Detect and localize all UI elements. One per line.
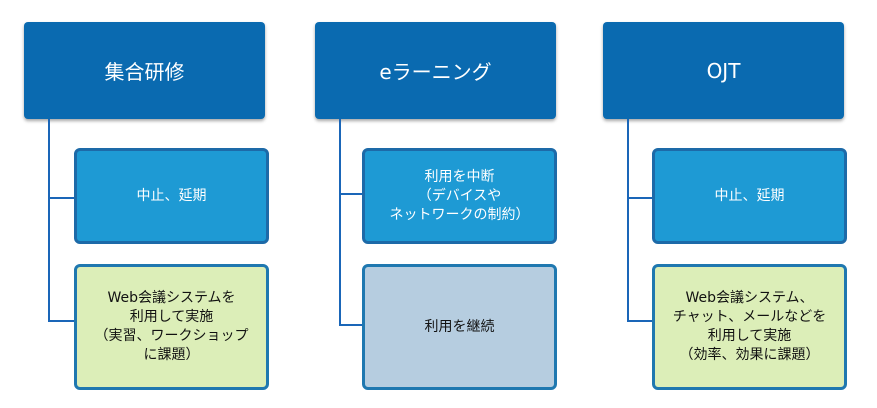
column-2-header: eラーニング [315, 22, 556, 119]
column-2-connector [339, 119, 341, 326]
column-3-branch-1 [627, 197, 653, 199]
column-1-connector [48, 119, 50, 322]
column-1-item-2: Web会議システムを 利用して実施 （実習、ワークショップ に課題） [74, 264, 269, 390]
column-2-branch-2 [339, 324, 363, 326]
column-2: eラーニング 利用を中断 （デバイスや ネットワークの制約） 利用を継続 [315, 0, 595, 408]
column-1-branch-1 [48, 197, 74, 199]
column-2-item-1: 利用を中断 （デバイスや ネットワークの制約） [362, 148, 557, 244]
column-3-connector [627, 119, 629, 322]
column-1-branch-2 [48, 320, 74, 322]
column-3-header: OJT [603, 22, 844, 119]
column-1-item-1: 中止、延期 [74, 148, 269, 244]
column-1-header: 集合研修 [24, 22, 265, 119]
column-3: OJT 中止、延期 Web会議システム、 チャット、メールなどを 利用して実施 … [603, 0, 877, 408]
column-3-item-2: Web会議システム、 チャット、メールなどを 利用して実施 （効率、効果に課題） [652, 264, 847, 390]
column-3-branch-2 [627, 320, 653, 322]
column-3-item-1: 中止、延期 [652, 148, 847, 244]
column-1: 集合研修 中止、延期 Web会議システムを 利用して実施 （実習、ワークショップ… [24, 0, 304, 408]
column-2-item-2: 利用を継続 [362, 264, 557, 390]
column-2-branch-1 [339, 193, 363, 195]
